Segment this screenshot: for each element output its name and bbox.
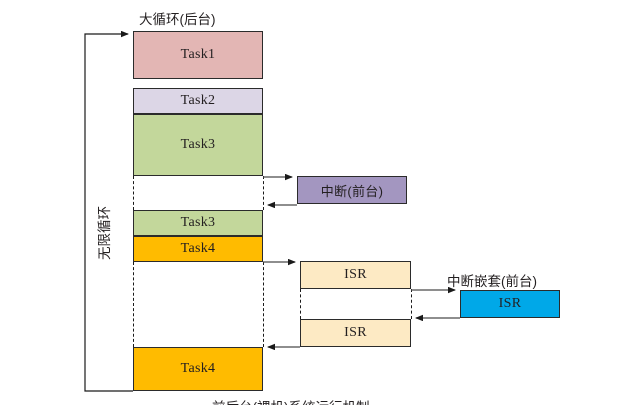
task-block-label: Task1	[180, 47, 216, 62]
task-block-task4-first: Task4	[133, 236, 263, 262]
isr-block-second: ISR	[300, 319, 411, 347]
interrupt-block: 中断(前台)	[297, 176, 407, 204]
main-loop-title: 大循环(后台)	[139, 12, 216, 27]
infinite-loop-label: 无限循环	[97, 206, 112, 260]
nested-isr-block: ISR	[460, 290, 560, 318]
isr-block-label: ISR	[344, 267, 367, 282]
isr-suspend-guide-right	[411, 289, 412, 319]
diagram-bottom-caption: 前后台(裸机)系统运行机制	[212, 396, 370, 405]
suspend-guide-left-1	[133, 176, 134, 210]
isr-block-label: ISR	[344, 325, 367, 340]
suspend-guide-right-2	[263, 262, 264, 347]
task-block-task4-resume: Task4	[133, 347, 263, 391]
isr-block-first: ISR	[300, 261, 411, 289]
task-block-task1: Task1	[133, 31, 263, 79]
isr-suspend-guide-left	[300, 289, 301, 319]
interrupt-block-label: 中断(前台)	[320, 183, 384, 199]
task-block-task2: Task2	[133, 88, 263, 114]
task-block-suspended-gap-1	[133, 176, 263, 210]
task-block-task3-first: Task3	[133, 114, 263, 176]
task-block-suspended-gap-2	[133, 262, 263, 347]
task-block-label: Task4	[180, 241, 216, 256]
suspend-guide-right-1	[263, 176, 264, 210]
task-block-label: Task2	[180, 93, 216, 108]
task-block-task3-resume: Task3	[133, 210, 263, 236]
task-block-label: Task3	[180, 215, 216, 230]
task-block-label: Task3	[180, 137, 216, 152]
suspend-guide-left-2	[133, 262, 134, 347]
task-block-label: Task4	[180, 361, 216, 376]
nested-isr-block-label: ISR	[498, 296, 522, 311]
nested-interrupt-title: 中断嵌套(前台)	[447, 274, 537, 289]
